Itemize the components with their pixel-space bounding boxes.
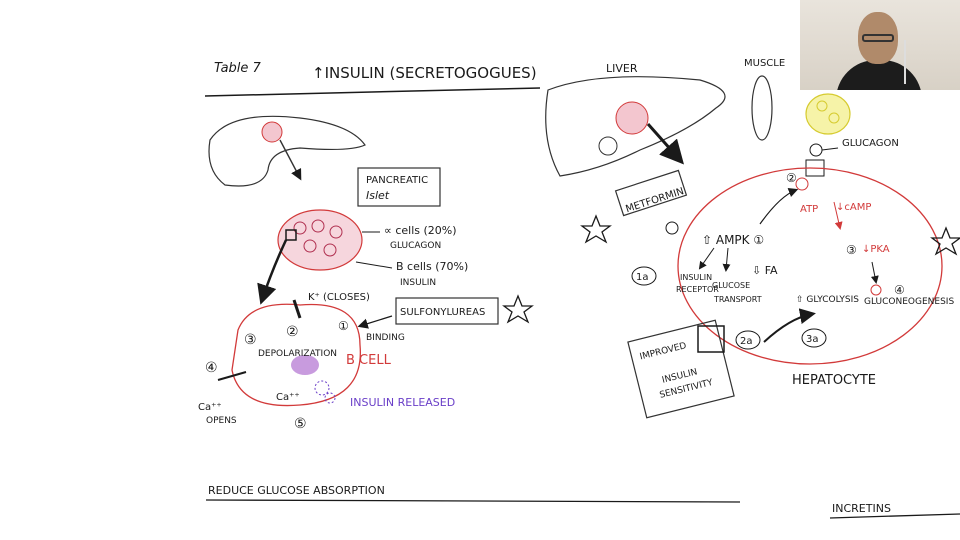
step-3: ③ [244, 332, 257, 348]
earphone-cable [904, 40, 906, 84]
b-cell-label: B CELL [346, 353, 392, 368]
insulin-receptor-label-1: INSULIN [680, 273, 712, 282]
star-metformin [580, 214, 612, 244]
glasses-icon [862, 34, 894, 42]
metformin-label: METFORMIN [624, 186, 685, 215]
step-1: ① [338, 319, 349, 333]
insulin-released-label: INSULIN RELEASED [350, 396, 455, 409]
ca-inside-label: Ca⁺⁺ [276, 392, 300, 403]
binding-label: BINDING [366, 333, 405, 343]
beta-cell-drawing [217, 299, 361, 407]
pancreatic-islet-box [357, 167, 441, 207]
hepatocyte-label: HEPATOCYTE [792, 373, 876, 388]
hepatocyte-cell [677, 167, 943, 365]
ampk-label: ⇧ AMPK ① [702, 233, 764, 247]
star-sulfonylureas [502, 294, 534, 324]
glucagon-label-islet: GLUCAGON [390, 241, 441, 251]
yellow-pancreas-sketch [805, 93, 851, 135]
title-underline [204, 87, 541, 97]
atp-label: ATP [800, 204, 818, 215]
improved-sensitivity-box [627, 319, 735, 419]
glucose-transport-label-2: TRANSPORT [713, 295, 762, 304]
camp-label: ↓cAMP [836, 202, 871, 213]
insulin-title: ↑INSULIN (SECRETOGOGUES) [312, 64, 537, 82]
sulfonylureas-label: SULFONYLUREAS [400, 307, 485, 318]
presenter-webcam [800, 0, 960, 90]
hep-step-2: ② [786, 171, 797, 185]
liver-label: LIVER [606, 62, 638, 75]
alpha-cells-label: ∝ cells (20%) [384, 224, 457, 237]
muscle-sketch [751, 75, 773, 141]
k-closes-label: K⁺ (CLOSES) [308, 292, 370, 303]
presenter-face [858, 12, 898, 64]
step-2: ② [286, 324, 299, 340]
islet-drawing [257, 209, 363, 305]
muscle-label: MUSCLE [744, 58, 785, 69]
glucagon-receptor [795, 143, 839, 191]
hep-step-3: ③ [846, 243, 857, 257]
glycolysis-label: ⇧ GLYCOLYSIS [796, 295, 859, 305]
pka-label: ↓PKA [862, 244, 890, 255]
glucose-transport-label-1: GLUCOSE [712, 281, 750, 290]
step-5: ⑤ [294, 416, 307, 432]
hep-step-4: ④ [894, 283, 905, 297]
presenter-shirt [836, 60, 922, 90]
fa-label: ⇩ FA [752, 264, 778, 277]
label-3a: 3a [806, 334, 819, 345]
islet-label-2: Islet [366, 189, 390, 202]
beta-cells-label: B cells (70%) [396, 260, 468, 273]
insulin-receptor-label-2: RECEPTOR [676, 285, 719, 294]
reduce-glucose-underline [205, 499, 741, 503]
metformin-box [614, 169, 688, 217]
reduce-glucose-label: REDUCE GLUCOSE ABSORPTION [208, 484, 385, 497]
table-label: Table 7 [214, 61, 262, 76]
depolarization-label: DEPOLARIZATION [258, 349, 337, 359]
liver-sketch [545, 76, 726, 177]
islet-label-1: PANCREATIC [366, 175, 428, 186]
sulfonylureas-box [395, 297, 499, 325]
step-4: ④ [205, 360, 218, 376]
pancreas-sketch [208, 115, 366, 187]
incretins-label: INCRETINS [832, 502, 891, 515]
gluconeogenesis-label: GLUCONEOGENESIS [864, 297, 954, 307]
ca-opens-label-1: Ca⁺⁺ [198, 402, 222, 413]
glucagon-label: GLUCAGON [842, 138, 899, 149]
label-2a: 2a [740, 336, 753, 347]
star-right-edge [930, 226, 960, 256]
incretins-underline [829, 513, 960, 519]
improved-label: IMPROVED [639, 341, 688, 362]
label-1a: 1a [636, 272, 649, 283]
insulin-label-islet: INSULIN [400, 278, 436, 288]
ca-opens-label-2: OPENS [206, 416, 237, 426]
